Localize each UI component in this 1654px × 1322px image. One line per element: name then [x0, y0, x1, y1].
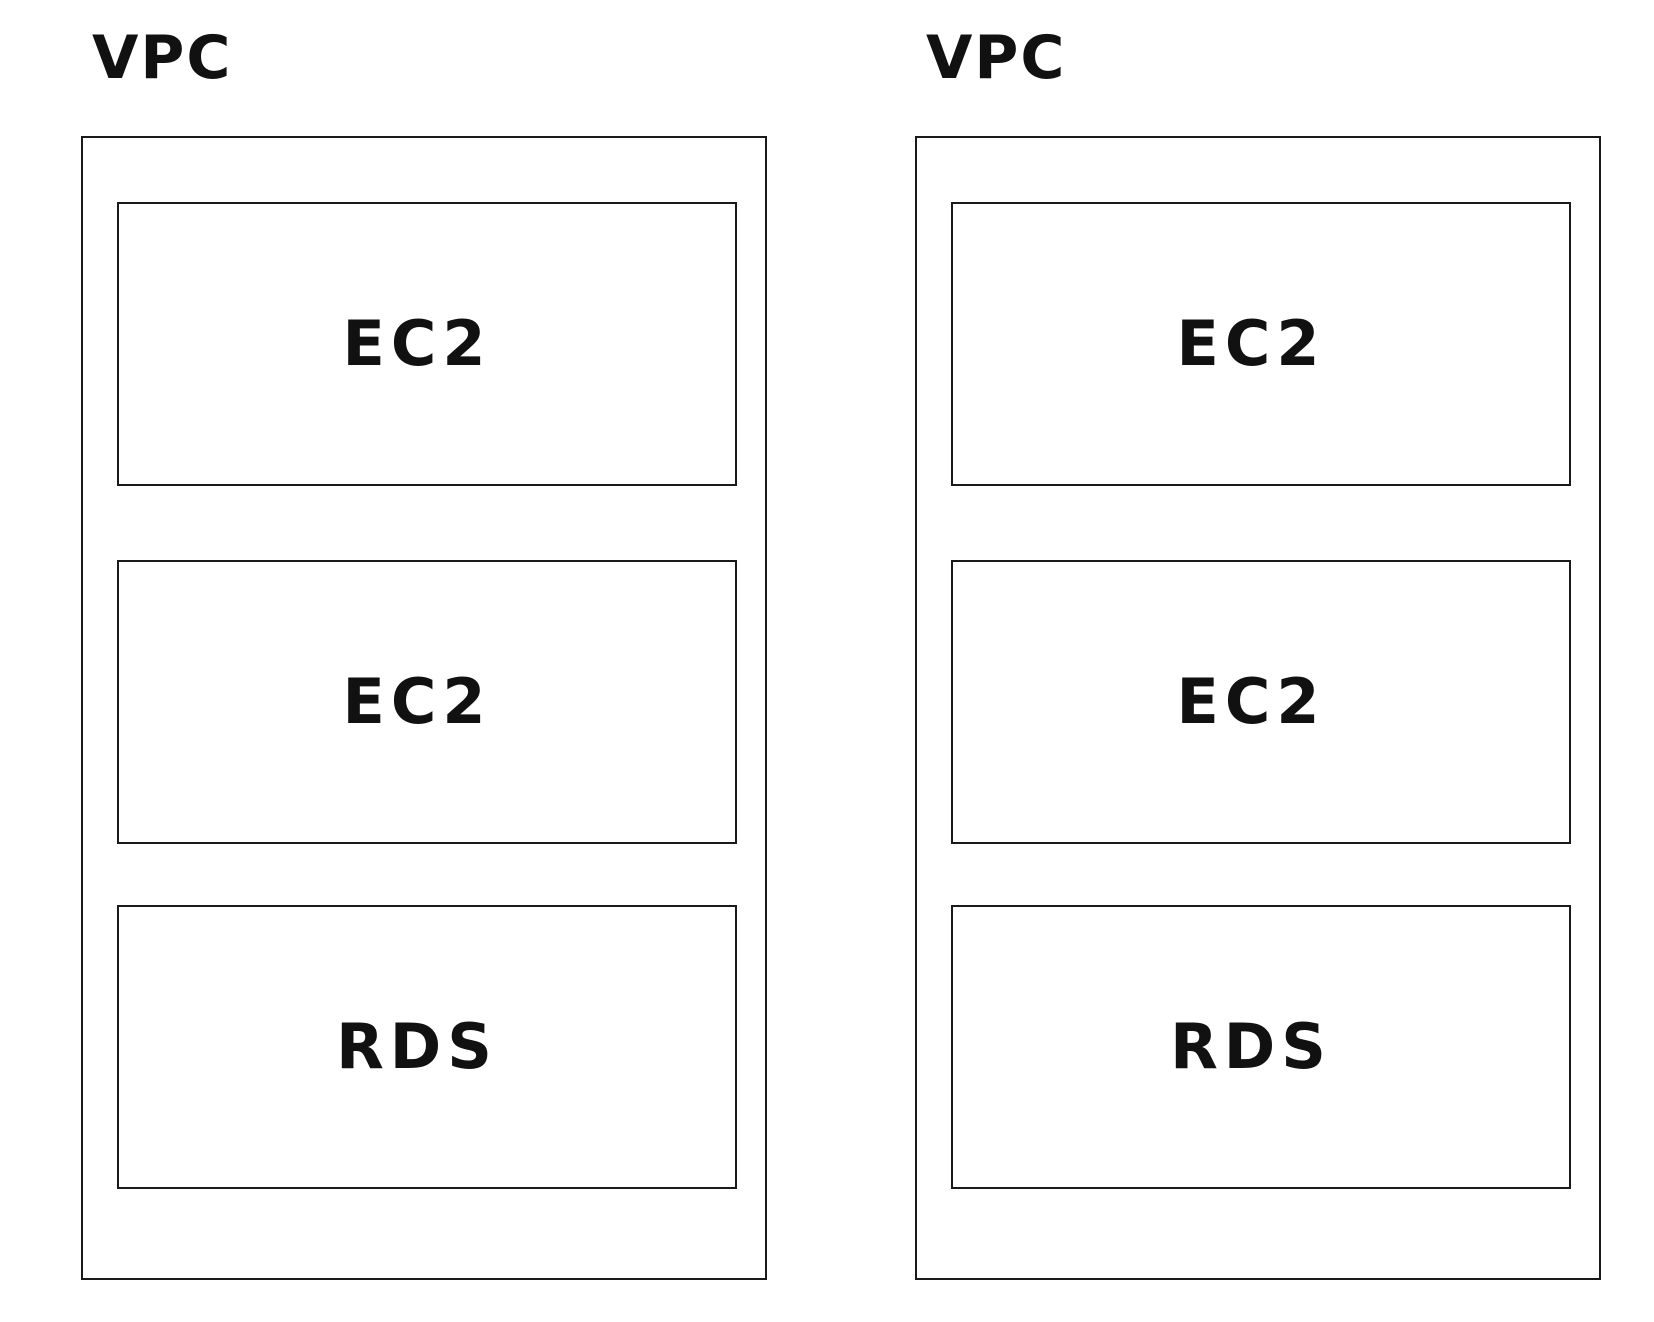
rds-label: RDS: [1170, 1010, 1332, 1083]
vpc-container: EC2 EC2 RDS: [915, 136, 1601, 1280]
ec2-label: EC2: [1176, 665, 1326, 738]
ec2-label: EC2: [1176, 307, 1326, 380]
vpc-title: VPC: [926, 23, 1067, 93]
ec2-label: EC2: [342, 307, 492, 380]
ec2-box: EC2: [117, 560, 737, 844]
ec2-box: EC2: [951, 560, 1571, 844]
vpc-right: VPC EC2 EC2 RDS: [912, 0, 1612, 1322]
rds-box: RDS: [117, 905, 737, 1189]
vpc-container: EC2 EC2 RDS: [81, 136, 767, 1280]
vpc-left: VPC EC2 EC2 RDS: [78, 0, 778, 1322]
rds-box: RDS: [951, 905, 1571, 1189]
vpc-title: VPC: [92, 23, 233, 93]
ec2-box: EC2: [117, 202, 737, 486]
rds-label: RDS: [336, 1010, 498, 1083]
ec2-label: EC2: [342, 665, 492, 738]
ec2-box: EC2: [951, 202, 1571, 486]
